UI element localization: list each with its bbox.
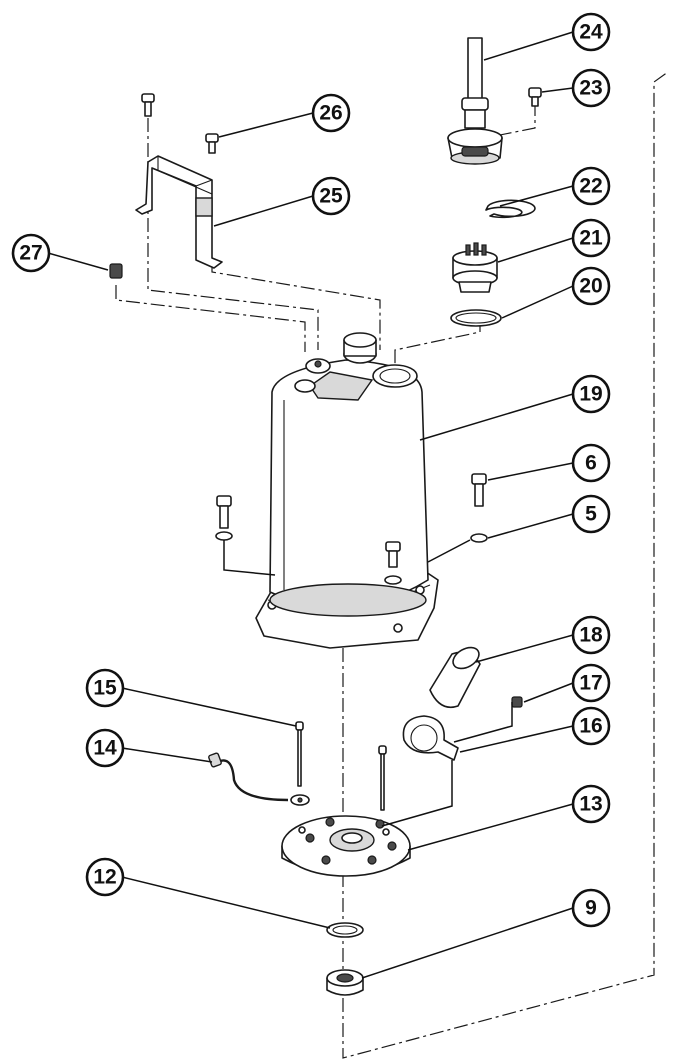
callout-13-label: 13 <box>579 793 602 816</box>
callout-19-label: 19 <box>579 383 602 406</box>
callout-25: 25 <box>311 176 351 216</box>
callout-23-label: 23 <box>579 77 602 100</box>
callout-5-label: 5 <box>585 503 597 526</box>
callout-26: 26 <box>311 93 351 133</box>
callout-23: 23 <box>571 68 611 108</box>
callout-18-label: 18 <box>579 624 603 647</box>
callout-9: 9 <box>571 888 611 928</box>
callout-22: 22 <box>571 166 611 206</box>
callout-16: 16 <box>571 706 611 746</box>
handle-screw <box>141 93 155 117</box>
part-6-bolt <box>471 473 487 507</box>
callout-15-label: 15 <box>93 677 117 700</box>
part-24-shaft <box>447 37 503 165</box>
callout-26-label: 26 <box>319 102 342 125</box>
part-23-screw <box>528 87 542 107</box>
callout-9-label: 9 <box>585 897 597 920</box>
callout-16-label: 16 <box>579 715 602 738</box>
part-14-cable <box>208 752 310 806</box>
part-13-plate <box>281 815 411 877</box>
callout-6-label: 6 <box>585 452 597 475</box>
callout-19: 19 <box>571 374 611 414</box>
callout-21: 21 <box>571 218 611 258</box>
callout-27-label: 27 <box>19 242 42 265</box>
callout-24-label: 24 <box>579 21 603 44</box>
callout-27: 27 <box>11 233 51 273</box>
part-19-motor-housing <box>255 332 439 649</box>
part-12-o-ring <box>326 922 364 938</box>
part-26-screw <box>205 133 219 154</box>
part-16-clamp <box>402 715 459 761</box>
callout-25-label: 25 <box>319 185 343 208</box>
callout-17: 17 <box>571 663 611 703</box>
callout-20: 20 <box>571 266 611 306</box>
callout-24: 24 <box>571 12 611 52</box>
callout-12-label: 12 <box>93 866 116 889</box>
part-18-float <box>429 646 481 709</box>
callout-5: 5 <box>571 494 611 534</box>
part-9-bearing <box>326 969 364 996</box>
callout-17-label: 17 <box>579 672 602 695</box>
callout-18: 18 <box>571 615 611 655</box>
housing-bolts <box>215 495 402 585</box>
callout-21-label: 21 <box>579 227 603 250</box>
part-21-terminal-plug <box>452 242 498 293</box>
part-15-bolts <box>295 721 387 811</box>
callout-15: 15 <box>85 668 125 708</box>
callout-14: 14 <box>85 728 125 768</box>
callout-13: 13 <box>571 784 611 824</box>
callout-22-label: 22 <box>579 175 602 198</box>
leader-lines <box>47 31 574 979</box>
part-5-washer <box>470 533 488 543</box>
callout-12: 12 <box>85 857 125 897</box>
callout-20-label: 20 <box>579 275 602 298</box>
part-27-plug <box>109 263 123 279</box>
callout-6: 6 <box>571 443 611 483</box>
part-20-o-ring <box>450 309 502 327</box>
callout-14-label: 14 <box>93 737 117 760</box>
part-17-screw <box>511 696 523 708</box>
part-25-handle <box>135 155 223 269</box>
